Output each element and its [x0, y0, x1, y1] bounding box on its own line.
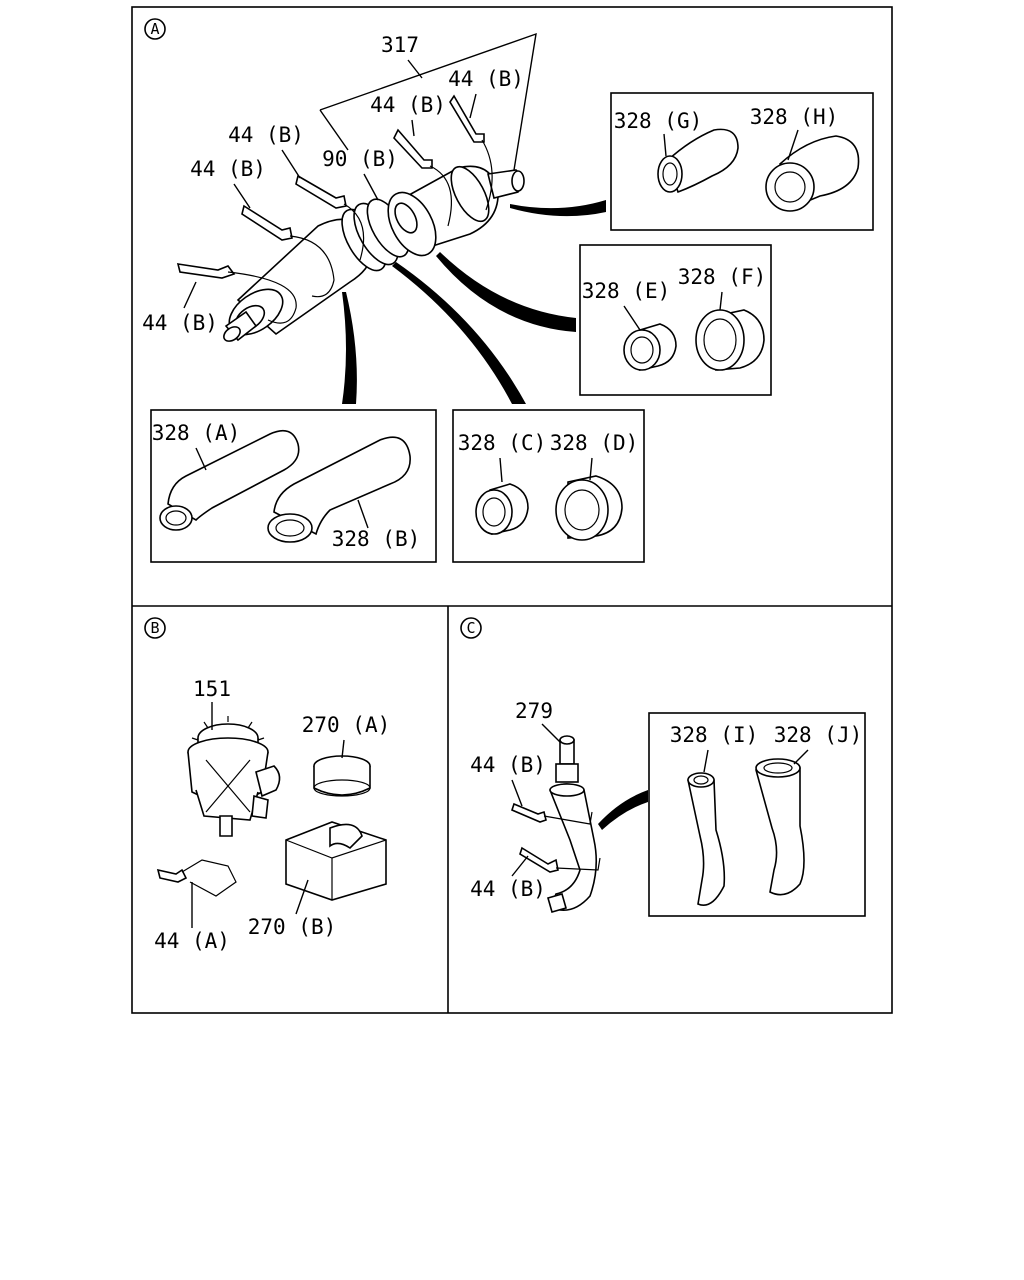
- label-328h: 328 (H): [750, 105, 839, 129]
- detail-box-ij: 328 (I) 328 (J): [648, 712, 866, 917]
- detail-box-gh: 328 (G) 328 (H): [610, 92, 874, 231]
- leader-270a: [341, 739, 345, 759]
- panel-c-marker-letter: C: [466, 619, 475, 637]
- label-328i: 328 (I): [670, 723, 759, 747]
- panel-b-marker-letter: B: [150, 619, 159, 637]
- label-44b-1: 44 (B): [448, 67, 524, 91]
- label-44b-3: 44 (B): [228, 123, 304, 147]
- diagram-frame: [131, 6, 893, 1014]
- cap-drawing: [313, 755, 371, 797]
- panel-a-marker-letter: A: [150, 20, 159, 38]
- valve-drawing: [187, 716, 281, 837]
- label-328j: 328 (J): [774, 723, 863, 747]
- leader-44b-c1: [511, 779, 523, 807]
- label-328e: 328 (E): [582, 279, 671, 303]
- detail-box-cd: 328 (C) 328 (D): [452, 409, 645, 563]
- label-328b: 328 (B): [332, 527, 421, 551]
- label-44b-5: 44 (B): [142, 311, 218, 335]
- label-328f: 328 (F): [678, 265, 767, 289]
- pipe-279-drawing: [511, 735, 601, 913]
- label-328c: 328 (C): [458, 431, 547, 455]
- label-279: 279: [515, 699, 553, 723]
- panel-b: B 151 270 (A): [144, 617, 391, 953]
- label-151: 151: [193, 677, 231, 701]
- leader-44b-c2: [511, 855, 529, 877]
- label-44b-2: 44 (B): [370, 93, 446, 117]
- label-90b: 90 (B): [322, 147, 398, 171]
- pipe-assembly-drawing: [176, 32, 537, 342]
- callout-wedges-a: [342, 200, 606, 404]
- bracket-drawing: [285, 821, 387, 901]
- panel-c: C 279 44 (B) 44 (B): [460, 617, 866, 917]
- callout-wedge-c: [598, 790, 648, 830]
- panel-a: A: [142, 18, 874, 563]
- label-44b-c1: 44 (B): [470, 753, 546, 777]
- label-328d: 328 (D): [550, 431, 639, 455]
- label-44b-4: 44 (B): [190, 157, 266, 181]
- label-328g: 328 (G): [614, 109, 703, 133]
- label-317: 317: [381, 33, 419, 57]
- leader-279: [541, 723, 561, 743]
- label-44b-c2: 44 (B): [470, 877, 546, 901]
- label-44a: 44 (A): [154, 929, 230, 953]
- label-270b: 270 (B): [248, 915, 337, 939]
- detail-box-ef: 328 (E) 328 (F): [579, 244, 772, 396]
- panel-c-marker: C: [460, 617, 482, 639]
- panel-a-marker: A: [144, 18, 166, 40]
- label-328a: 328 (A): [152, 421, 241, 445]
- detail-box-ab: 328 (A) 328 (B): [150, 409, 437, 563]
- leader-270b: [295, 879, 309, 915]
- clip-a-drawing: [156, 859, 237, 897]
- label-270a: 270 (A): [302, 713, 391, 737]
- panel-b-marker: B: [144, 617, 166, 639]
- leader-lines-a: [183, 93, 477, 309]
